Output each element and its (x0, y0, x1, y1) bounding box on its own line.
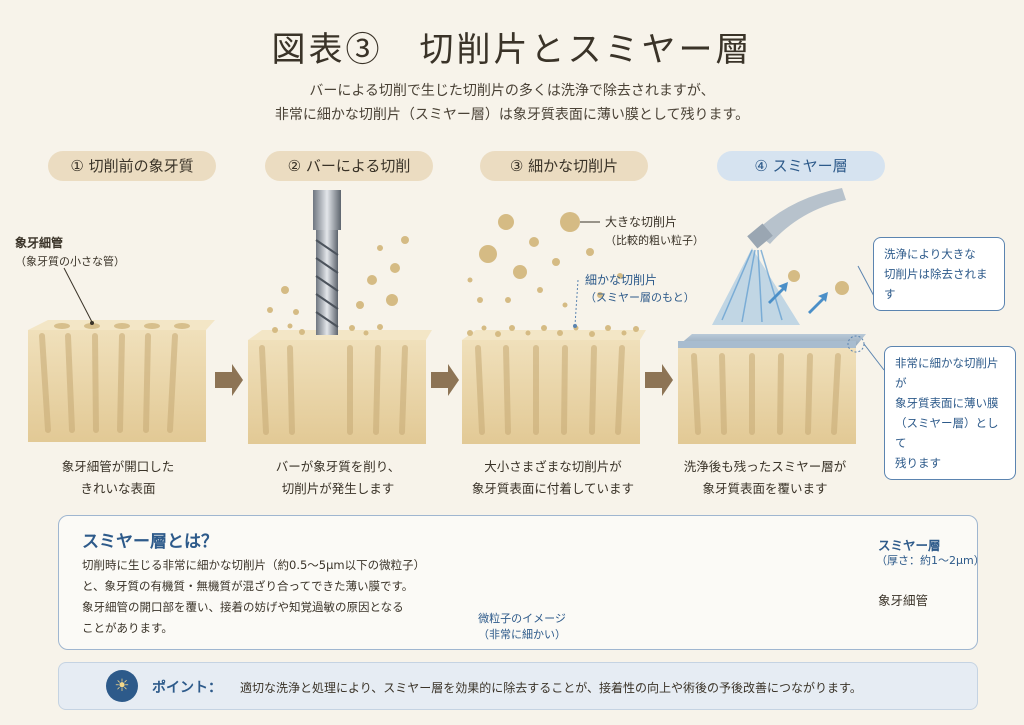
lightbulb-icon: ☀ (106, 670, 138, 702)
step-1-caption: 象牙細管が開口した きれいな表面 (20, 456, 216, 500)
remain-callout-line-1: 非常に細かな切削片が (895, 356, 999, 390)
info-text-line-3: 象牙細管の開口部を覆い、接着の妨げや知覚過敏の原因となる (82, 600, 404, 614)
page-title: 図表③ 切削片とスミヤー層 (271, 30, 753, 70)
info-text-line-2: と、象牙質の有機質・無機質が混ざり合ってできた薄い膜です。 (82, 579, 414, 593)
info-box (58, 515, 978, 650)
large-chip-label: 大きな切削片 (605, 215, 678, 229)
dentin-block-2 (248, 190, 432, 444)
remain-callout-line-2: 象牙質表面に薄い膜 (895, 396, 999, 410)
info-heading: スミヤー層とは？ (82, 532, 218, 552)
cross-section-tubule-label: 象牙細管 (878, 593, 929, 608)
info-text-line-1: 切削時に生じる非常に細かな切削片（約0.5～5μm以下の微粒子） (82, 558, 426, 572)
remain-callout: 非常に細かな切削片が 象牙質表面に薄い膜 （スミヤー層）として 残ります (884, 346, 1016, 480)
info-text-line-4: ことがあります。 (82, 621, 173, 635)
smear-label: スミヤー層 (878, 538, 941, 553)
step-2-caption-line-1: バーが象牙質を削り、 (275, 459, 401, 474)
remain-callout-line-4: 残ります (895, 456, 941, 470)
tubule-note: （象牙質の小さな管） (15, 255, 125, 268)
dentin-block-4 (678, 188, 885, 444)
wash-callout: 洗浄により大きな 切削片は除去されます (873, 237, 1005, 311)
point-text: 適切な洗浄と処理により、スミヤー層を効果的に除去することが、接着性の向上や術後の… (240, 681, 862, 695)
step-3-caption-line-2: 象牙質表面に付着しています (471, 481, 635, 496)
micro-label-line-2: （非常に細かい） (478, 628, 566, 641)
subtitle-line-1: バーによる切削で生じた切削片の多くは洗浄で除去されますが、 (309, 83, 715, 99)
micro-label-line-1: 微粒子のイメージ (478, 612, 566, 625)
step-3-caption-line-1: 大小さまざまな切削片が (484, 459, 622, 474)
wash-callout-line-2: 切削片は除去されます (884, 267, 988, 301)
step-3-label: ③ 細かな切削片 (480, 151, 648, 181)
step-1-caption-line-2: きれいな表面 (80, 481, 156, 496)
step-2-caption-line-2: 切削片が発生します (281, 481, 395, 496)
step-4-caption-line-1: 洗浄後も残ったスミヤー層が (683, 459, 847, 474)
tubule-label: 象牙細管 (15, 236, 64, 250)
point-box (58, 662, 978, 710)
step-1-label: ① 切削前の象牙質 (48, 151, 216, 181)
subtitle-line-2: 非常に細かな切削片（スミヤー層）は象牙質表面に薄い膜として残ります。 (274, 107, 750, 123)
fine-chip-note: （スミヤー層のもと） (585, 291, 695, 304)
smear-note: （厚さ：約1～2μm） (876, 554, 985, 567)
step-2-label: ② バーによる切削 (265, 151, 433, 181)
arrow-icon (645, 364, 673, 396)
dentin-block-1 (28, 267, 215, 442)
wash-callout-line-1: 洗浄により大きな (884, 247, 976, 261)
large-chip-note: （比較的粗い粒子） (605, 234, 704, 247)
info-text: 切削時に生じる非常に細かな切削片（約0.5～5μm以下の微粒子） と、象牙質の有… (82, 555, 425, 639)
step-4-caption-line-2: 象牙質表面を覆います (702, 481, 828, 496)
step-4-label: ④ スミヤー層 (717, 151, 885, 181)
fine-chip-label: 細かな切削片 (585, 273, 658, 287)
arrow-icon (215, 364, 243, 396)
dentin-block-3 (462, 212, 646, 444)
remain-callout-line-3: （スミヤー層）として (895, 416, 999, 450)
step-1-caption-line-1: 象牙細管が開口した (61, 459, 175, 474)
point-label: ポイント： (152, 680, 222, 696)
arrow-icon (431, 364, 459, 396)
step-4-caption: 洗浄後も残ったスミヤー層が 象牙質表面を覆います (660, 456, 870, 500)
step-2-caption: バーが象牙質を削り、 切削片が発生します (240, 456, 436, 500)
step-3-caption: 大小さまざまな切削片が 象牙質表面に付着しています (455, 456, 651, 500)
